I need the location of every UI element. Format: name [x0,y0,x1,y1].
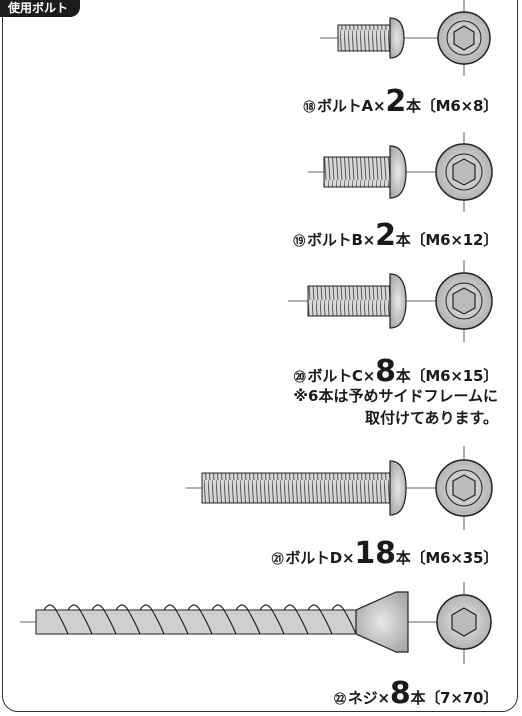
bolt-c-head-view [435,260,493,342]
bolt-c-side-view [288,273,440,329]
item-quantity: 18 [354,536,396,571]
note-line-2: 取付けてあります。 [364,409,498,427]
item-quantity: 2 [385,84,407,119]
preinstalled-note: ※6本は予めサイドフレームに 取付けてあります。 [293,385,498,429]
item-spec: 本〔M6×15〕 [395,367,498,385]
item-name: ボルトD× [285,549,355,567]
item-quantity: 8 [389,676,411,711]
section-tag: 使用ボルト [0,0,81,17]
item-number: ⑳ [293,370,306,384]
item-spec: 本〔7×70〕 [410,689,499,707]
bolt-b-side-view [308,145,440,199]
bolt-b-head-view [435,132,493,212]
screw-side-view [20,591,440,653]
item-quantity: 2 [375,218,396,253]
item-spec: 本〔M6×8〕 [406,97,498,115]
bolt-a-head-view [437,0,491,76]
item-name: ボルトC× [307,367,376,385]
item-spec: 本〔M6×12〕 [395,231,498,249]
item-number: ㉑ [271,552,284,566]
item-number: ⑱ [303,100,316,114]
item-number: ㉒ [334,692,346,706]
screw-head-view [436,582,492,664]
bolt-a-side-view [320,17,440,59]
bolt-d-side-view [186,460,440,516]
item-name: ボルトB× [307,231,376,249]
note-line-1: ※6本は予めサイドフレームに [293,387,498,405]
item-quantity: 8 [375,354,396,389]
item-name: ネジ× [347,689,390,707]
item-name: ボルトA× [317,97,386,115]
item-spec: 本〔M6×35〕 [395,549,498,567]
bolt-d-head-view [435,446,493,530]
item-number: ⑲ [293,234,306,248]
